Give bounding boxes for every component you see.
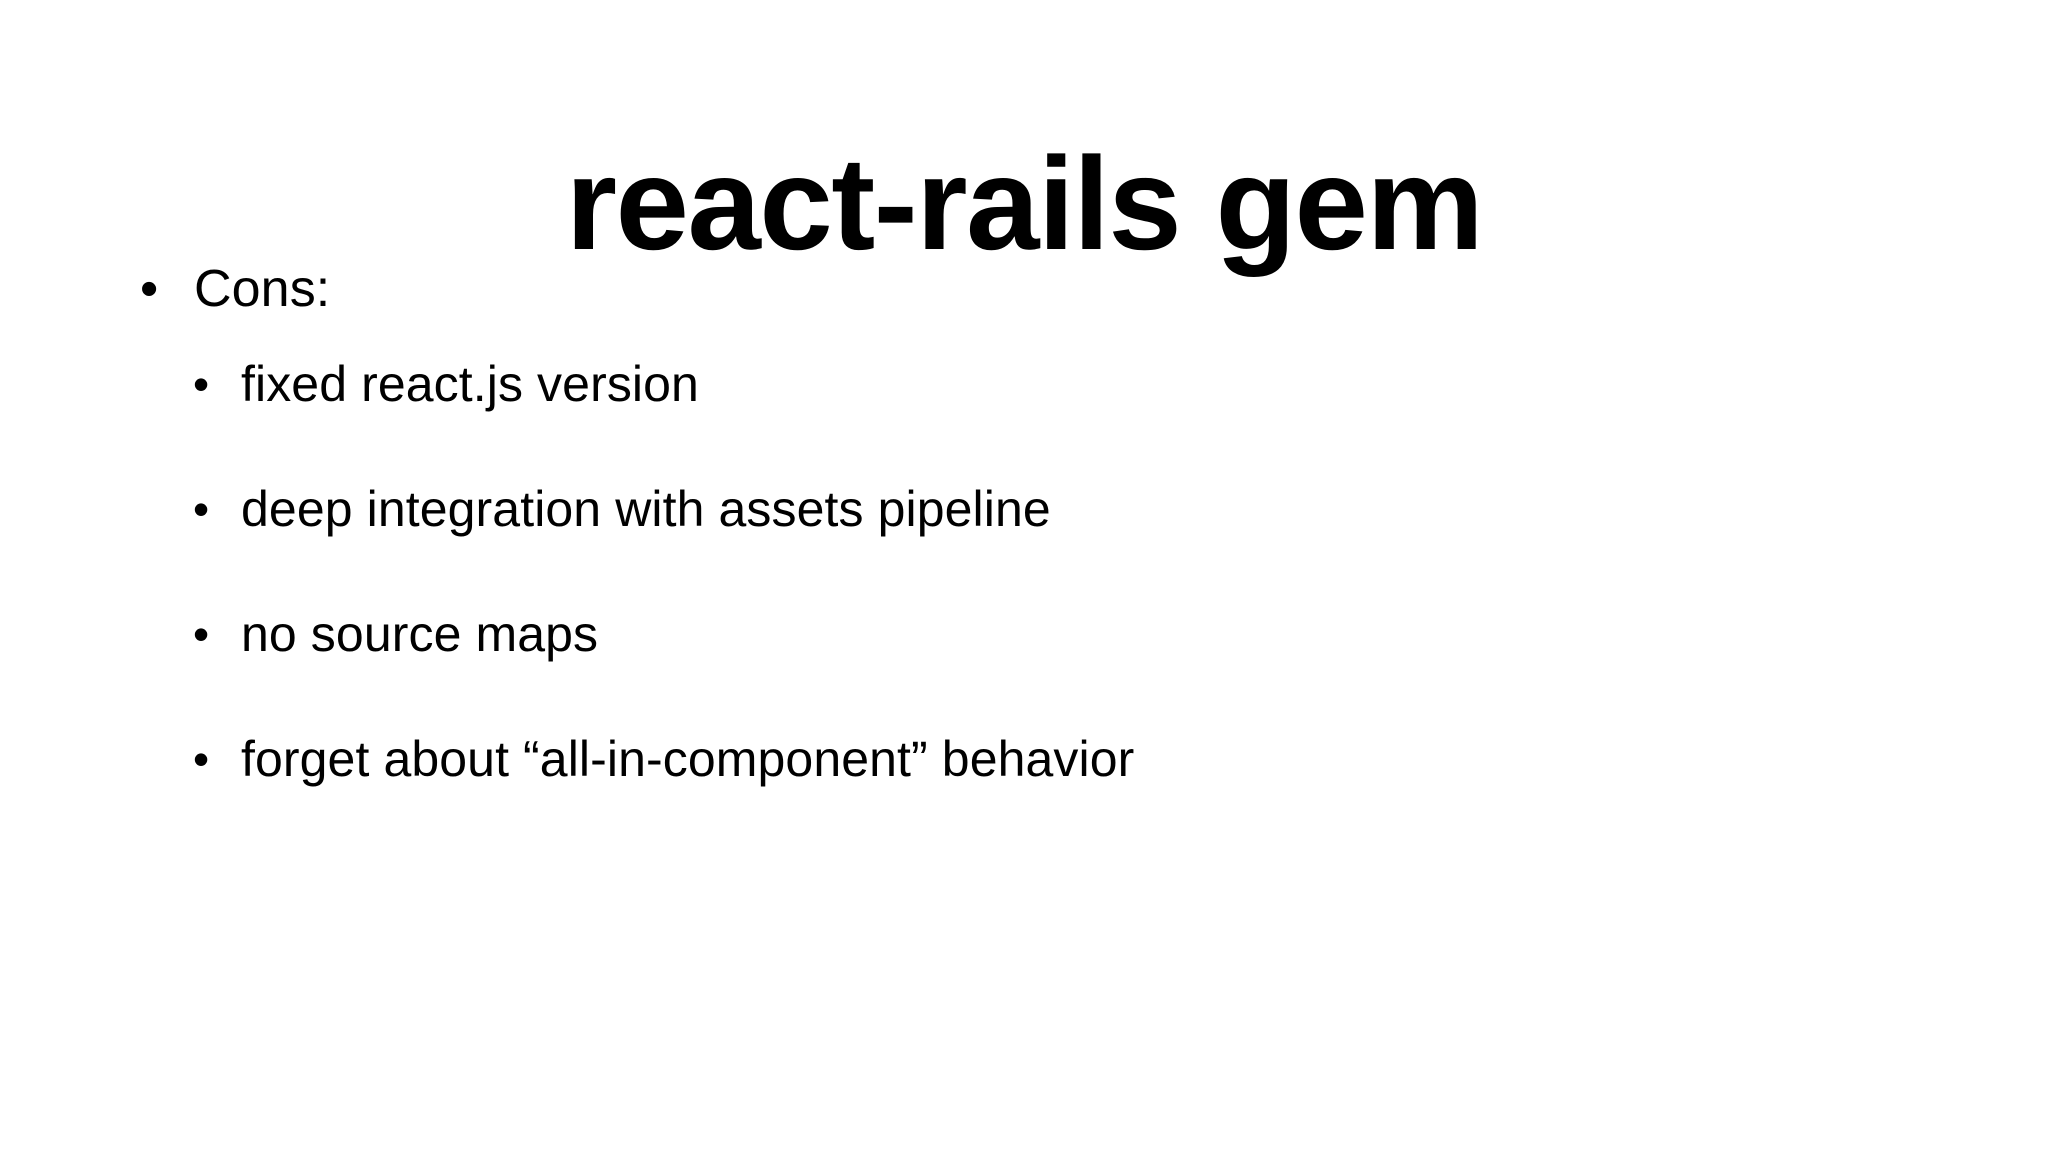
list-item: • forget about “all-in-component” behavi… [0, 729, 1860, 854]
list-item: • Cons: [0, 258, 1860, 354]
bullet-dot-icon: • [193, 483, 210, 535]
page-title: react-rails gem [565, 130, 1484, 278]
list-item: • no source maps [0, 604, 1860, 729]
list-item-label: fixed react.js version [241, 356, 699, 412]
list-item-label: forget about “all-in-component” behavior [241, 731, 1135, 787]
bullet-dot-icon: • [193, 733, 210, 785]
list-item: • fixed react.js version [0, 354, 1860, 479]
bullet-list: • Cons: • fixed react.js version • deep … [0, 258, 1860, 854]
bullet-dot-icon: • [193, 608, 210, 660]
bullet-dot-icon: • [140, 260, 159, 318]
list-item-label: deep integration with assets pipeline [241, 481, 1051, 537]
list-item: • deep integration with assets pipeline [0, 479, 1860, 604]
bullet-dot-icon: • [193, 358, 210, 410]
list-item-label: no source maps [241, 606, 599, 662]
list-item-label: Cons: [194, 260, 331, 318]
